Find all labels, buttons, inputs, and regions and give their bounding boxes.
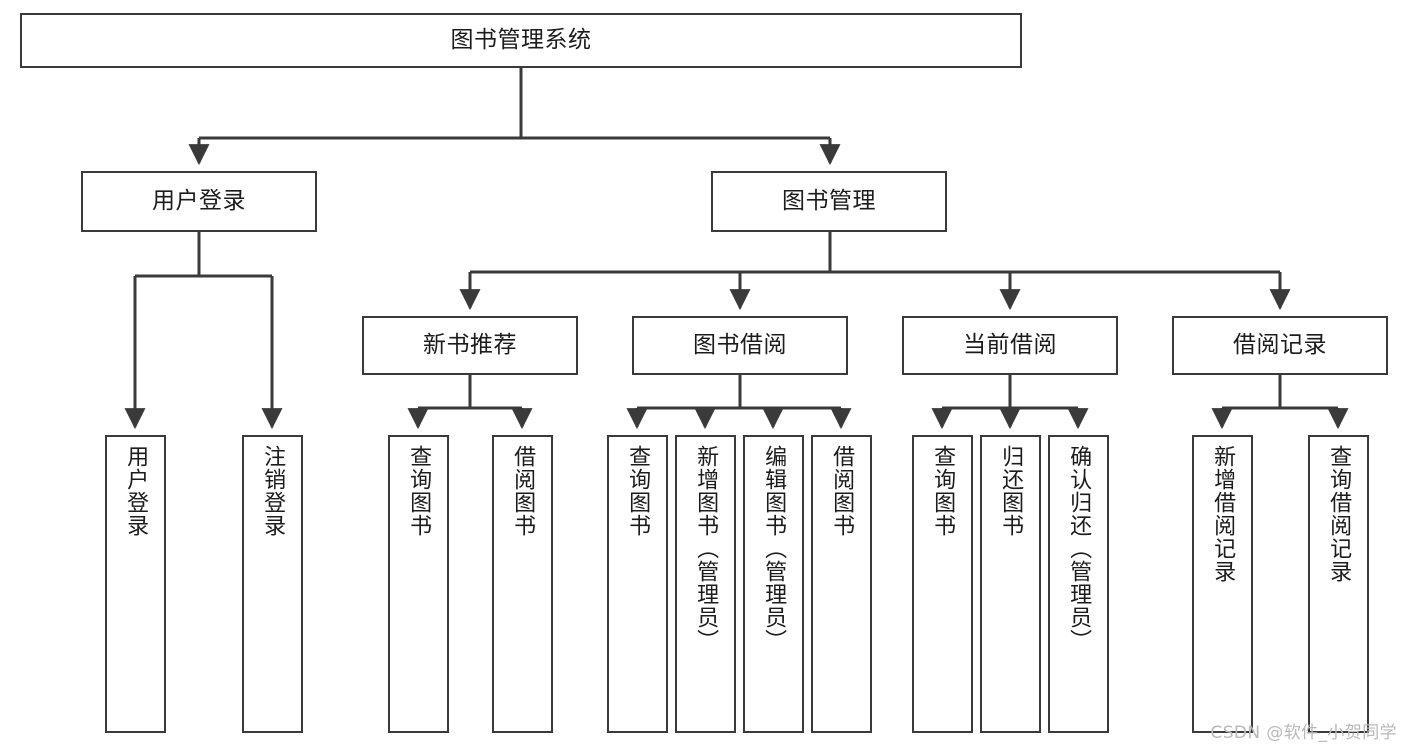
leaf-add-borrow-record-label: 新增借阅记录 bbox=[1210, 445, 1236, 583]
node-book-borrow[interactable]: 图书借阅 bbox=[632, 316, 848, 375]
node-book-borrow-label: 图书借阅 bbox=[693, 331, 787, 358]
node-user-login[interactable]: 用户登录 bbox=[81, 171, 317, 232]
leaf-confirm-return-admin-label: 确认归还（管理员） bbox=[1066, 445, 1092, 652]
node-current-borrow-label: 当前借阅 bbox=[963, 331, 1057, 358]
node-user-login-label: 用户登录 bbox=[152, 187, 246, 214]
leaf-return-book[interactable]: 归还图书 bbox=[980, 435, 1041, 733]
csdn-watermark: CSDN @软件_小贺同学 bbox=[1210, 723, 1397, 743]
leaf-edit-book-admin[interactable]: 编辑图书（管理员） bbox=[743, 435, 804, 733]
leaf-user-login-label: 用户登录 bbox=[123, 445, 149, 537]
leaf-borrow-book-recommend[interactable]: 借阅图书 bbox=[492, 435, 553, 733]
leaf-borrow-book-label: 借阅图书 bbox=[829, 445, 855, 537]
node-borrow-record-label: 借阅记录 bbox=[1233, 331, 1327, 358]
node-new-book-recommend[interactable]: 新书推荐 bbox=[362, 316, 578, 375]
leaf-query-book-current[interactable]: 查询图书 bbox=[912, 435, 973, 733]
node-root[interactable]: 图书管理系统 bbox=[20, 13, 1022, 68]
leaf-user-login[interactable]: 用户登录 bbox=[105, 435, 166, 733]
leaf-add-borrow-record[interactable]: 新增借阅记录 bbox=[1192, 435, 1253, 733]
leaf-query-book-recommend[interactable]: 查询图书 bbox=[388, 435, 449, 733]
node-current-borrow[interactable]: 当前借阅 bbox=[902, 316, 1118, 375]
node-book-management[interactable]: 图书管理 bbox=[711, 171, 947, 232]
leaf-query-borrow-record-label: 查询借阅记录 bbox=[1326, 445, 1352, 583]
leaf-query-book-borrow-label: 查询图书 bbox=[625, 445, 651, 537]
leaf-logout[interactable]: 注销登录 bbox=[242, 435, 303, 733]
leaf-return-book-label: 归还图书 bbox=[998, 445, 1024, 537]
leaf-confirm-return-admin[interactable]: 确认归还（管理员） bbox=[1048, 435, 1109, 733]
node-new-book-recommend-label: 新书推荐 bbox=[423, 331, 517, 358]
leaf-query-book-current-label: 查询图书 bbox=[930, 445, 956, 537]
leaf-query-borrow-record[interactable]: 查询借阅记录 bbox=[1308, 435, 1369, 733]
leaf-edit-book-admin-label: 编辑图书（管理员） bbox=[761, 445, 787, 652]
leaf-borrow-book[interactable]: 借阅图书 bbox=[811, 435, 872, 733]
node-borrow-record[interactable]: 借阅记录 bbox=[1172, 316, 1388, 375]
leaf-query-book-borrow[interactable]: 查询图书 bbox=[607, 435, 668, 733]
leaf-add-book-admin-label: 新增图书（管理员） bbox=[693, 445, 719, 652]
node-root-label: 图书管理系统 bbox=[450, 26, 592, 53]
leaf-query-book-recommend-label: 查询图书 bbox=[406, 445, 432, 537]
leaf-logout-label: 注销登录 bbox=[260, 445, 286, 537]
node-book-management-label: 图书管理 bbox=[782, 187, 876, 214]
leaf-add-book-admin[interactable]: 新增图书（管理员） bbox=[675, 435, 736, 733]
leaf-borrow-book-recommend-label: 借阅图书 bbox=[510, 445, 536, 537]
